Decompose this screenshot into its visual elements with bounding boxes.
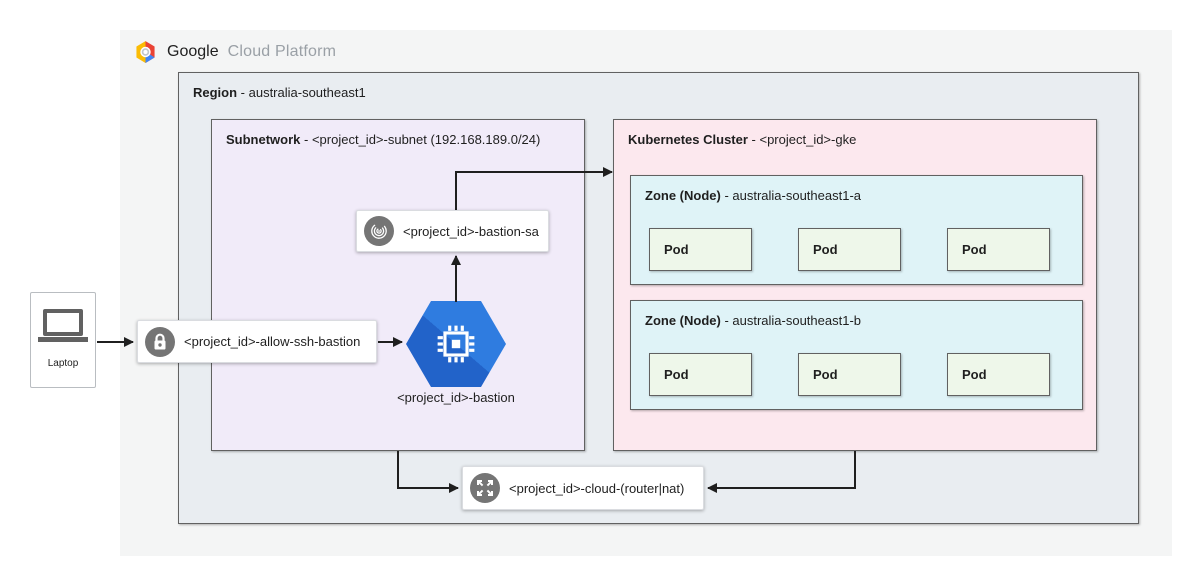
zone-a-pods: Pod Pod Pod [649, 228, 1050, 271]
zone-b-title: Zone (Node) [645, 313, 721, 328]
logo-product-text: Cloud Platform [227, 43, 337, 60]
zone-a-title: Zone (Node) [645, 188, 721, 203]
subnetwork-label: Subnetwork - <project_id>-subnet (192.16… [226, 132, 540, 147]
laptop-icon-base [38, 337, 88, 342]
laptop-icon [43, 309, 83, 336]
firewall-rule-label: <project_id>-allow-ssh-bastion [184, 334, 361, 349]
lock-icon [145, 326, 175, 357]
region-title: Region [193, 85, 238, 100]
subnetwork-name: - <project_id>-subnet (192.168.189.0/24) [300, 132, 541, 147]
pod: Pod [947, 353, 1050, 396]
cluster-name: - <project_id>-gke [747, 132, 857, 147]
firewall-rule-node: <project_id>-allow-ssh-bastion [137, 320, 377, 363]
cluster-title: Kubernetes Cluster [628, 132, 748, 147]
zone-b-label: Zone (Node) - australia-southeast1-b [645, 313, 861, 328]
zone-a-label: Zone (Node) - australia-southeast1-a [645, 188, 861, 203]
region-container: Region - australia-southeast1 Subnetwork… [178, 72, 1139, 524]
bastion-label: <project_id>-bastion [397, 390, 515, 405]
subnetwork-title: Subnetwork [226, 132, 301, 147]
zone-node-a: Zone (Node) - australia-southeast1-a Pod… [630, 175, 1083, 285]
pod: Pod [649, 353, 752, 396]
kubernetes-cluster-container: Kubernetes Cluster - <project_id>-gke Zo… [613, 119, 1097, 451]
compute-engine-chip-icon [437, 325, 475, 363]
gcp-hexagon-logo-icon [136, 41, 155, 63]
zone-a-name: - australia-southeast1-a [720, 188, 862, 203]
zone-b-pods: Pod Pod Pod [649, 353, 1050, 396]
pod: Pod [649, 228, 752, 271]
fingerprint-icon [364, 216, 394, 246]
region-name: - australia-southeast1 [237, 85, 366, 100]
cloud-router-nat-label: <project_id>-cloud-(router|nat) [509, 480, 685, 496]
cluster-label: Kubernetes Cluster - <project_id>-gke [628, 132, 856, 147]
zone-node-b: Zone (Node) - australia-southeast1-b Pod… [630, 300, 1083, 410]
pod: Pod [798, 228, 901, 271]
laptop-label: Laptop [47, 358, 79, 369]
gcp-logo: Google Cloud Platform [133, 41, 336, 63]
service-account-node: <project_id>-bastion-sa [356, 210, 549, 252]
pod: Pod [798, 353, 901, 396]
cloud-router-nat-node: <project_id>-cloud-(router|nat) [462, 466, 704, 510]
region-label: Region - australia-southeast1 [193, 85, 366, 100]
logo-brand-text: Google [167, 43, 219, 60]
pod: Pod [947, 228, 1050, 271]
service-account-label: <project_id>-bastion-sa [403, 223, 539, 239]
expand-arrows-icon [470, 473, 500, 503]
laptop-node: Laptop [30, 292, 96, 388]
zone-b-name: - australia-southeast1-b [720, 313, 862, 328]
